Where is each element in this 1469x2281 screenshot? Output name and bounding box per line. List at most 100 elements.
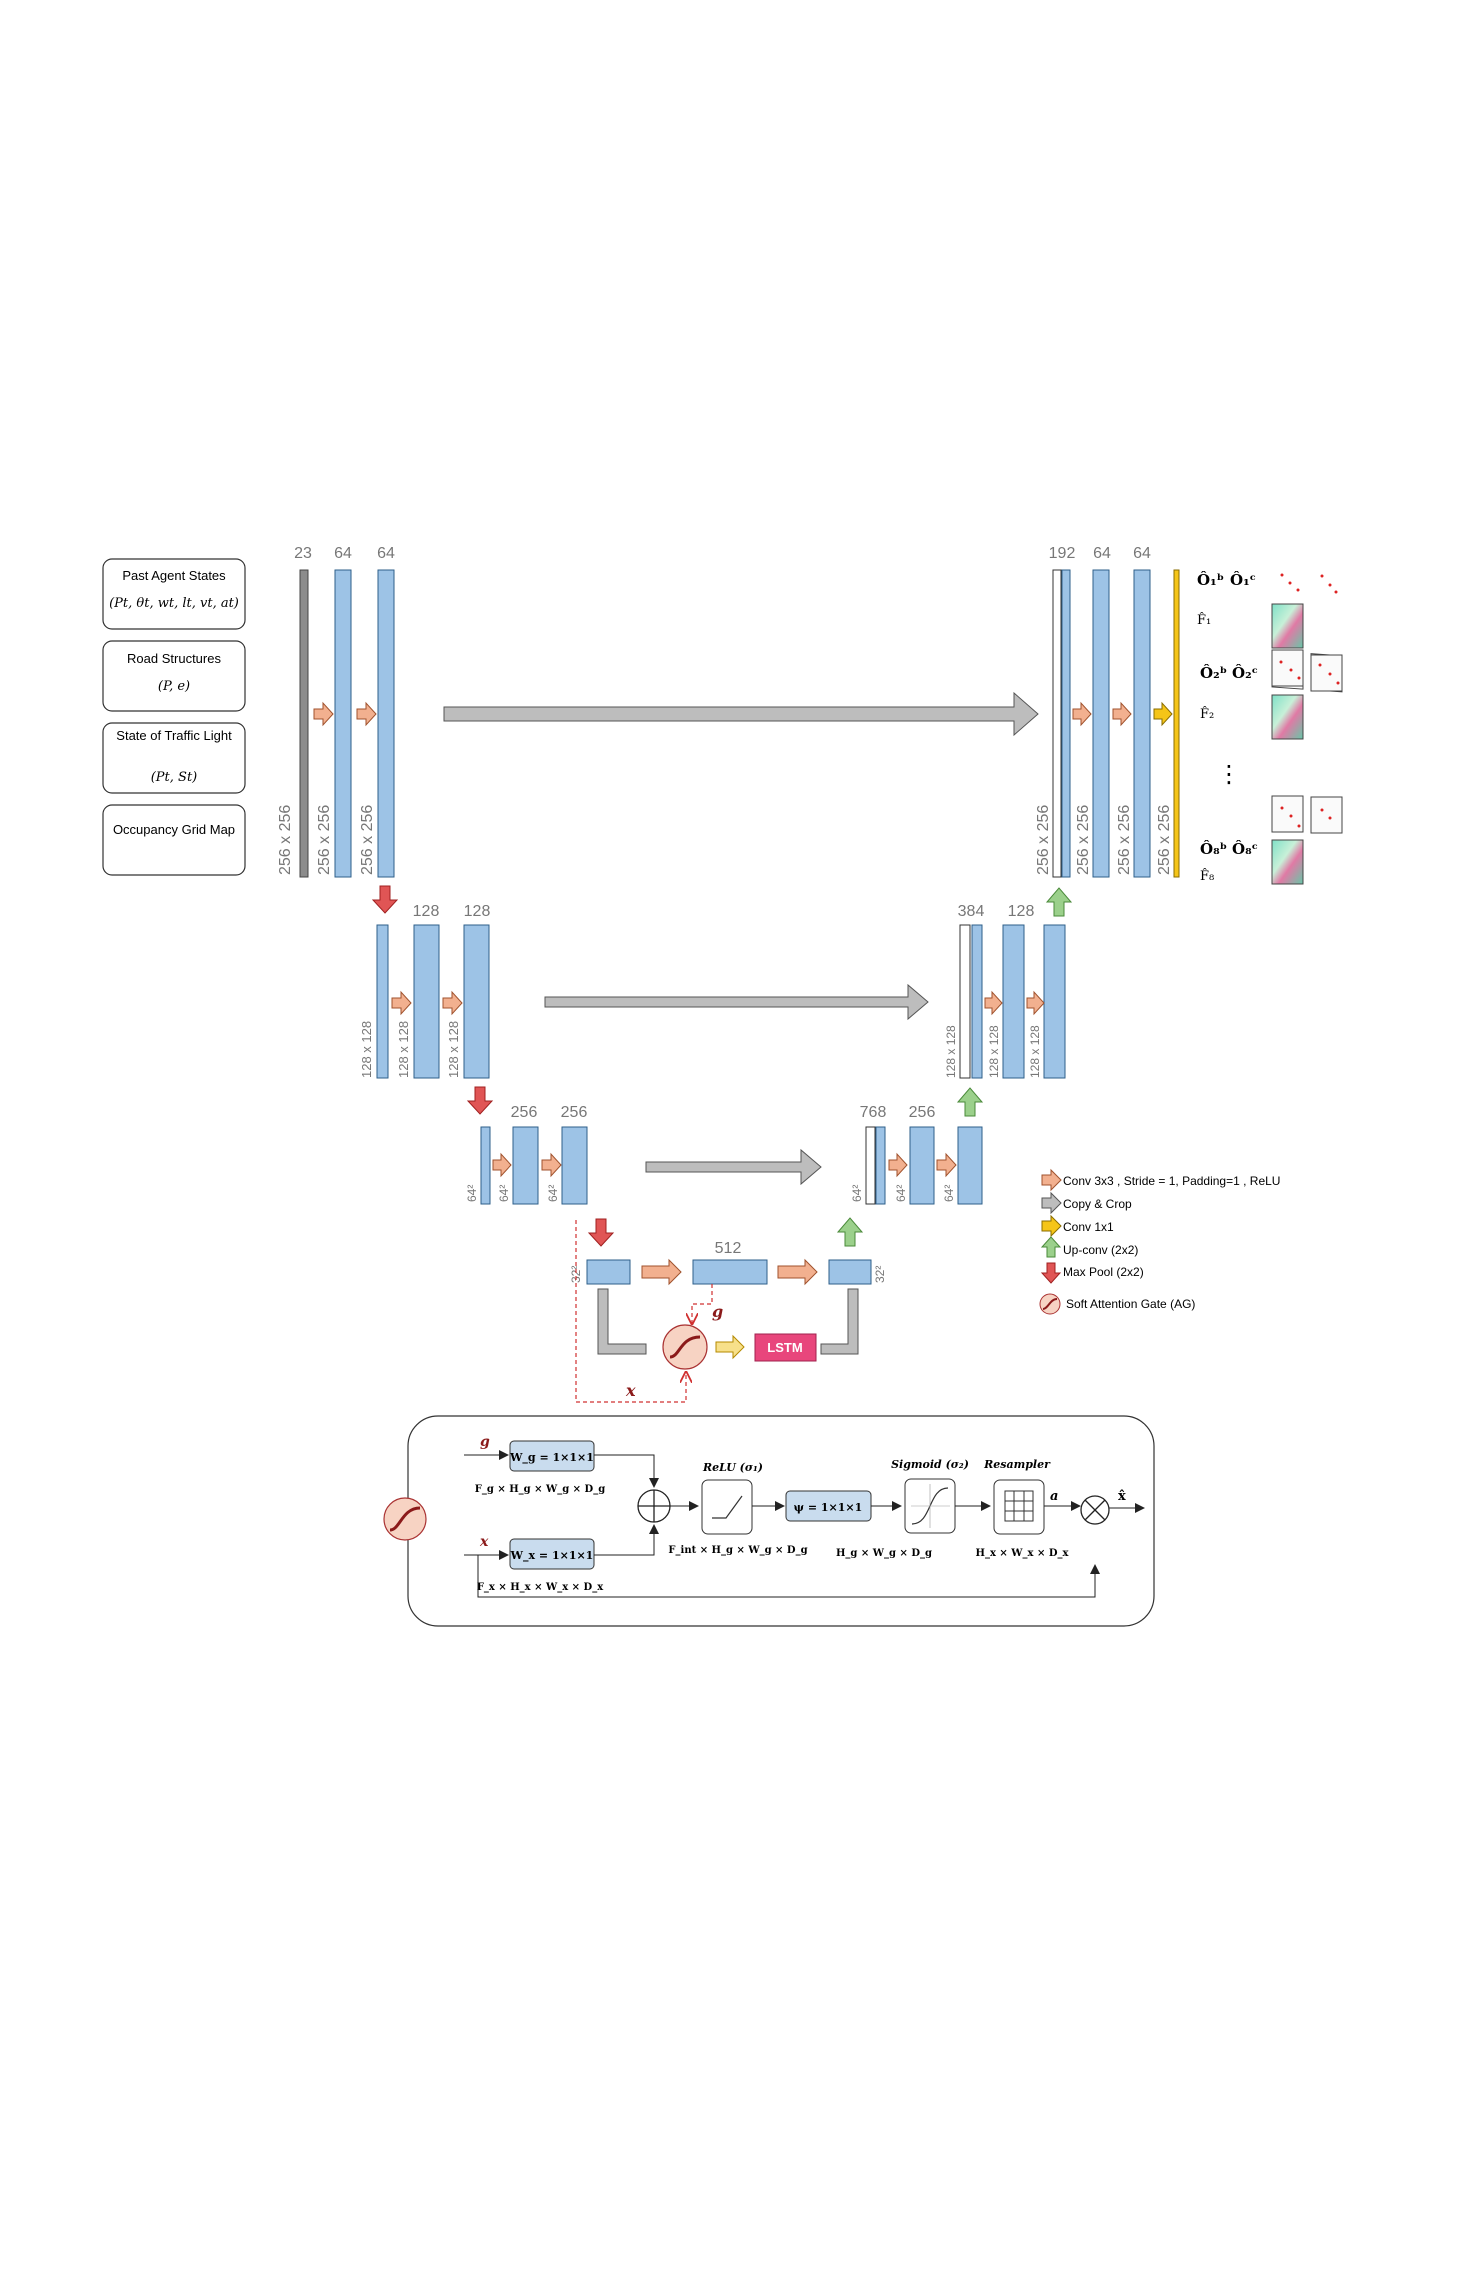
size-label: 64² [546,1185,560,1202]
size-label: 256 x 256 [359,805,376,875]
decoder-level-1: 192 64 64 256 x 256 256 x 256 256 x 256 … [1035,545,1180,878]
relu-icon [701,1479,753,1535]
channel-label: 64 [1093,545,1111,562]
channel-label: 256 [909,1104,936,1121]
a-label: a [1050,1489,1058,1504]
upconv-arrow-icon [956,1087,984,1117]
encoder-level-2: 128 128 128 x 128 128 x 128 128 x 128 [359,903,491,1079]
green-up-arrow-icon [1040,1236,1062,1258]
channel-label: 192 [1049,545,1076,562]
size-label: 128 x 128 [987,1025,1001,1078]
channel-label: 768 [860,1104,887,1121]
x-input-label: x [479,1534,489,1550]
conv-block [1092,569,1110,878]
occupancy-map-thumb [1310,654,1343,692]
gray-arrow-icon [1041,1191,1062,1215]
channel-label: 128 [1008,903,1035,920]
upconv-arrow-icon [836,1217,864,1247]
conv1x1-arrow-icon [1153,701,1173,727]
upconv-block [875,1126,886,1205]
decoder-level-3: 768 256 64² 64² 64² [850,1104,983,1205]
copy-crop-arrow-icon [544,983,929,1021]
occupancy-map-thumb [1310,796,1343,834]
relu-title: ReLU (σ₁) [702,1461,763,1474]
output-label-oc: Ô₈ᶜ [1232,840,1258,858]
x-skip-line [477,1555,1100,1598]
channel-label: 64 [1133,545,1151,562]
size-label: 256 x 256 [277,805,294,875]
size-label: 32² [569,1266,583,1283]
legend-label: Up-conv (2x2) [1063,1243,1138,1257]
lstm-label: LSTM [767,1340,802,1355]
output-label-oc: Ô₁ᶜ [1230,571,1256,589]
legend-item-conv3x3: Conv 3x3 , Stride = 1, Padding=1 , ReLU [1041,1168,1280,1192]
bottleneck-block-middle [692,1259,768,1285]
input-title: Road Structures [127,651,221,666]
size-label: 64² [850,1185,864,1202]
channel-label: 512 [715,1240,742,1257]
output-label-ob: Ô₂ᵇ [1200,664,1227,682]
conv-arrow-icon [313,701,334,727]
pooled-block [480,1126,491,1205]
size-label: 128 x 128 [396,1021,411,1078]
bottleneck: 512 32² 32² LSTM g x [569,1220,887,1403]
flow-map-thumb [1271,839,1304,885]
conv-arrow-icon [1072,701,1092,727]
size-label: 256 x 256 [1075,805,1092,875]
channel-label: 256 [561,1104,588,1121]
conv-arrow-icon [641,1258,682,1286]
size-label: 256 x 256 [1035,805,1052,875]
conv-block [377,569,395,878]
output-label: x̂ [1118,1489,1126,1504]
wg-to-sum-line [594,1454,659,1488]
yellow-arrow-icon [1041,1214,1062,1238]
attention-gate-icon [662,1324,708,1370]
conv-block [413,924,440,1079]
maxpool-arrow-icon [466,1086,494,1115]
conv-arrow-icon [492,1152,512,1178]
conv-arrow-icon [356,701,377,727]
psi-label: ψ = 1×1×1 [794,1501,863,1514]
wg-dim: F_g × H_g × W_g × D_g [475,1484,605,1495]
skip-connector [820,1288,859,1355]
channel-label: 256 [511,1104,538,1121]
input-occupancy-grid: Occupancy Grid Map [102,804,246,876]
size-label: 128 x 128 [1028,1025,1042,1078]
occupancy-points [1279,573,1340,828]
attention-gate-detail: g W_g = 1×1×1 F_g × H_g × W_g × D_g x W_… [383,1415,1155,1627]
channel-label: 64 [377,545,395,562]
wx-block [509,1538,595,1570]
conv-block [1133,569,1151,878]
size-label: 128 x 128 [359,1021,374,1078]
output-row-8: Ô₈ᵇ Ô₈ᶜ F̂₈ [1200,795,1343,885]
conv-block [909,1126,935,1205]
size-label: 128 x 128 [944,1025,958,1078]
channel-label: 128 [464,903,491,920]
input-road-structures: Road Structures (P, e) [102,640,246,712]
conv-block [1002,924,1025,1079]
output-label-f: F̂₈ [1200,868,1214,884]
wg-block [509,1440,595,1472]
wg-label: W_g = 1×1×1 [509,1451,594,1465]
wx-to-sum-line [594,1524,659,1556]
attention-gate-icon [383,1497,427,1541]
legend-label: Soft Attention Gate (AG) [1066,1297,1195,1311]
copied-block [1052,569,1062,878]
channel-label: 384 [958,903,985,920]
conv-arrow-icon [936,1152,957,1178]
legend-label: Conv 3x3 , Stride = 1, Padding=1 , ReLU [1063,1174,1280,1188]
sigmoid-dim: H_g × W_g × D_g [836,1548,932,1559]
g-input-label: g [480,1434,490,1450]
decoder-level-2: 384 128 128 x 128 128 x 128 128 x 128 [944,903,1066,1079]
channel-label: 128 [413,903,440,920]
resampler-title: Resampler [983,1458,1051,1471]
occupancy-map-thumb [1271,649,1304,687]
legend-item-conv1x1: Conv 1x1 [1041,1214,1114,1238]
resampler-icon [993,1479,1045,1535]
size-label: 64² [942,1185,956,1202]
size-label: 256 x 256 [1116,805,1133,875]
conv-arrow-icon [984,990,1003,1016]
input-tensor-block [299,569,309,878]
size-label: 32² [873,1266,887,1283]
